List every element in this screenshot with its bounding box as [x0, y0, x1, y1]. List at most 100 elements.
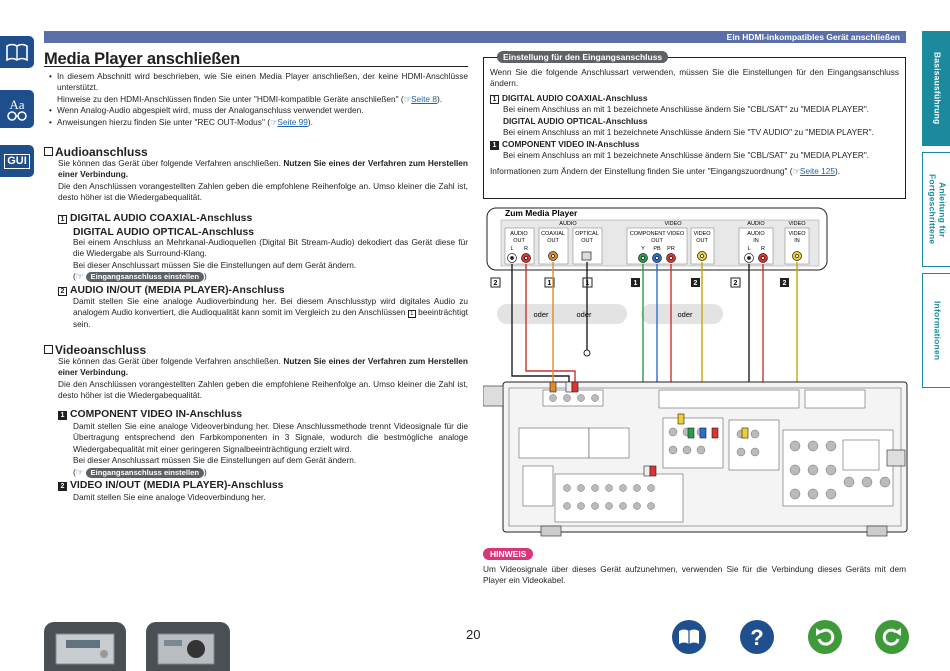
- svg-text:IN: IN: [753, 238, 759, 244]
- svg-text:R: R: [524, 246, 528, 252]
- page-ref-icon: ☞: [75, 466, 84, 477]
- video-section-title: Videoanschluss: [44, 342, 146, 359]
- svg-text:OUT: OUT: [651, 238, 663, 244]
- page-ref-icon: ☞: [75, 271, 84, 282]
- svg-text:2: 2: [734, 280, 738, 287]
- svg-text:R: R: [761, 246, 765, 252]
- link-seite-99[interactable]: Seite 99: [277, 116, 308, 127]
- group-audio-label: AUDIO: [559, 221, 577, 227]
- receiver-thumbnail[interactable]: [44, 622, 126, 671]
- video-p1b: Nutzen Sie eines der Verfahren zum Herst…: [58, 356, 468, 378]
- number-box-icon: 1: [58, 215, 67, 224]
- intro-text-3: Anweisungen hierzu finden Sie unter "REC…: [57, 116, 270, 127]
- number-filled-icon: 1: [58, 411, 67, 420]
- remote-device-icon: [157, 633, 215, 665]
- settings-footer: Informationen zum Ändern der Einstellung…: [490, 165, 841, 176]
- hinweis-label: HINWEIS: [483, 548, 534, 560]
- svg-text:OUT: OUT: [513, 238, 525, 244]
- intro-bullet-2: Wenn Analog-Audio abgespielt wird, muss …: [49, 105, 468, 117]
- sidebar-book-button[interactable]: [0, 36, 34, 68]
- book-icon: [6, 43, 28, 62]
- checkbox-square-icon: [44, 345, 53, 354]
- svg-text:?: ?: [750, 625, 763, 650]
- text-size-icon: Aa: [9, 96, 25, 112]
- audio-item-2-body: Damit stellen Sie eine analoge Audioverb…: [73, 296, 468, 329]
- oder-label-1: oder: [533, 310, 549, 319]
- checkbox-square-icon: [44, 147, 53, 156]
- number-box-icon: 2: [58, 287, 67, 296]
- sidebar-text-button[interactable]: Aa: [0, 90, 34, 128]
- tab-anleitung-fortgeschrittene[interactable]: Anleitung für Fortgeschrittene: [922, 152, 950, 267]
- intro-text-1b: Hinweise zu den HDMI-Anschlüssen finden …: [57, 93, 404, 104]
- group-audio2-label: AUDIO: [747, 221, 765, 227]
- settings-item-2-text: Bei einem Anschluss an mit 1 bezeichnete…: [503, 150, 870, 161]
- remote-thumbnail[interactable]: [146, 622, 230, 671]
- svg-text:OPTICAL: OPTICAL: [575, 231, 599, 237]
- video-p1a: Sie können das Gerät über folgende Verfa…: [58, 356, 281, 366]
- svg-text:PB: PB: [653, 246, 661, 252]
- link-eingangsanschluss-einstellen-video[interactable]: Eingangsanschluss einstellen: [85, 467, 204, 478]
- audio-item-1-body: Bei einem Anschluss an Mehrkanal-Audioqu…: [73, 237, 468, 283]
- intro-bullet-1: In diesem Abschnitt wird beschrieben, wi…: [49, 71, 468, 105]
- number-box-icon: 1: [490, 94, 499, 104]
- forward-button[interactable]: [875, 620, 909, 654]
- link-seite-8[interactable]: Seite 8: [411, 93, 437, 104]
- section-title: Ein HDMI-inkompatibles Gerät anschließen: [726, 32, 900, 42]
- audio-p2: Die den Anschlüssen vorangestellten Zahl…: [58, 180, 468, 203]
- book-icon: [679, 629, 699, 644]
- oder-label-2: oder: [576, 310, 592, 319]
- settings-intro: Wenn Sie die folgende Anschlussart verwe…: [490, 67, 899, 89]
- settings-item-1-text-2: Bei einem Anschluss an mit 1 bezeichnete…: [503, 127, 874, 138]
- page-number: 20: [466, 627, 481, 642]
- video-item-1-body: Damit stellen Sie eine analoge Videoverb…: [73, 421, 468, 478]
- svg-text:2: 2: [494, 280, 498, 287]
- page-ref-icon: ☞: [403, 93, 412, 104]
- video-p2: Die den Anschlüssen vorangestellten Zahl…: [58, 378, 468, 401]
- group-video2-label: VIDEO: [788, 221, 806, 227]
- glasses-icon: [7, 110, 27, 121]
- svg-text:OUT: OUT: [581, 238, 593, 244]
- audio-section-title: Audioanschluss: [44, 144, 148, 161]
- settings-box: Wenn Sie die folgende Anschlussart verwe…: [483, 57, 906, 199]
- video-intro: Sie können das Gerät über folgende Verfa…: [58, 356, 468, 402]
- tab-basisausfuehrung[interactable]: Basisausführung: [922, 31, 950, 146]
- question-icon: ?: [750, 625, 763, 650]
- link-seite-125[interactable]: Seite 125: [799, 165, 835, 176]
- svg-text:IN: IN: [794, 238, 800, 244]
- audio-intro: Sie können das Gerät über folgende Verfa…: [58, 158, 468, 204]
- settings-item-1-text-1: Bei einem Anschluss an mit 1 bezeichnete…: [503, 104, 870, 115]
- svg-text:1: 1: [548, 280, 552, 287]
- sidebar-gui-button[interactable]: GUI: [0, 145, 34, 177]
- intro-text-3b: ).: [307, 116, 313, 127]
- number-filled-icon: 1: [490, 140, 499, 150]
- page-ref-icon: ☞: [792, 165, 800, 176]
- tab-informationen[interactable]: Informationen: [922, 273, 950, 388]
- back-button[interactable]: [808, 620, 842, 654]
- audio-item-1-title-b: DIGITAL AUDIO OPTICAL-Anschluss: [73, 226, 255, 238]
- intro-bullets: In diesem Abschnitt wird beschrieben, wi…: [49, 71, 468, 129]
- svg-text:1: 1: [634, 280, 638, 287]
- redo-arrow-icon: [882, 628, 901, 646]
- intro-text-1c: ).: [436, 93, 443, 104]
- link-eingangsanschluss-einstellen[interactable]: Eingangsanschluss einstellen: [85, 272, 204, 283]
- group-video-label: VIDEO: [664, 221, 682, 227]
- contents-button[interactable]: [672, 620, 706, 654]
- audio-p1b: Nutzen Sie eines der Verfahren zum Herst…: [58, 158, 468, 180]
- svg-text:VIDEO: VIDEO: [693, 231, 711, 237]
- gui-icon: GUI: [4, 153, 30, 169]
- video-item-2-body: Damit stellen Sie eine analoge Videoverb…: [73, 492, 266, 502]
- help-button[interactable]: ?: [740, 620, 774, 654]
- svg-text:2: 2: [783, 280, 787, 287]
- intro-text-2: Wenn Analog-Audio abgespielt wird, muss …: [57, 105, 364, 116]
- intro-text-1: In diesem Abschnitt wird beschrieben, wi…: [57, 71, 468, 93]
- oder-label-3: oder: [677, 310, 693, 319]
- svg-text:COMPONENT VIDEO: COMPONENT VIDEO: [630, 231, 685, 237]
- page-ref-icon: ☞: [269, 116, 278, 127]
- svg-text:L: L: [510, 246, 513, 252]
- page-title: Media Player anschließen: [44, 50, 241, 68]
